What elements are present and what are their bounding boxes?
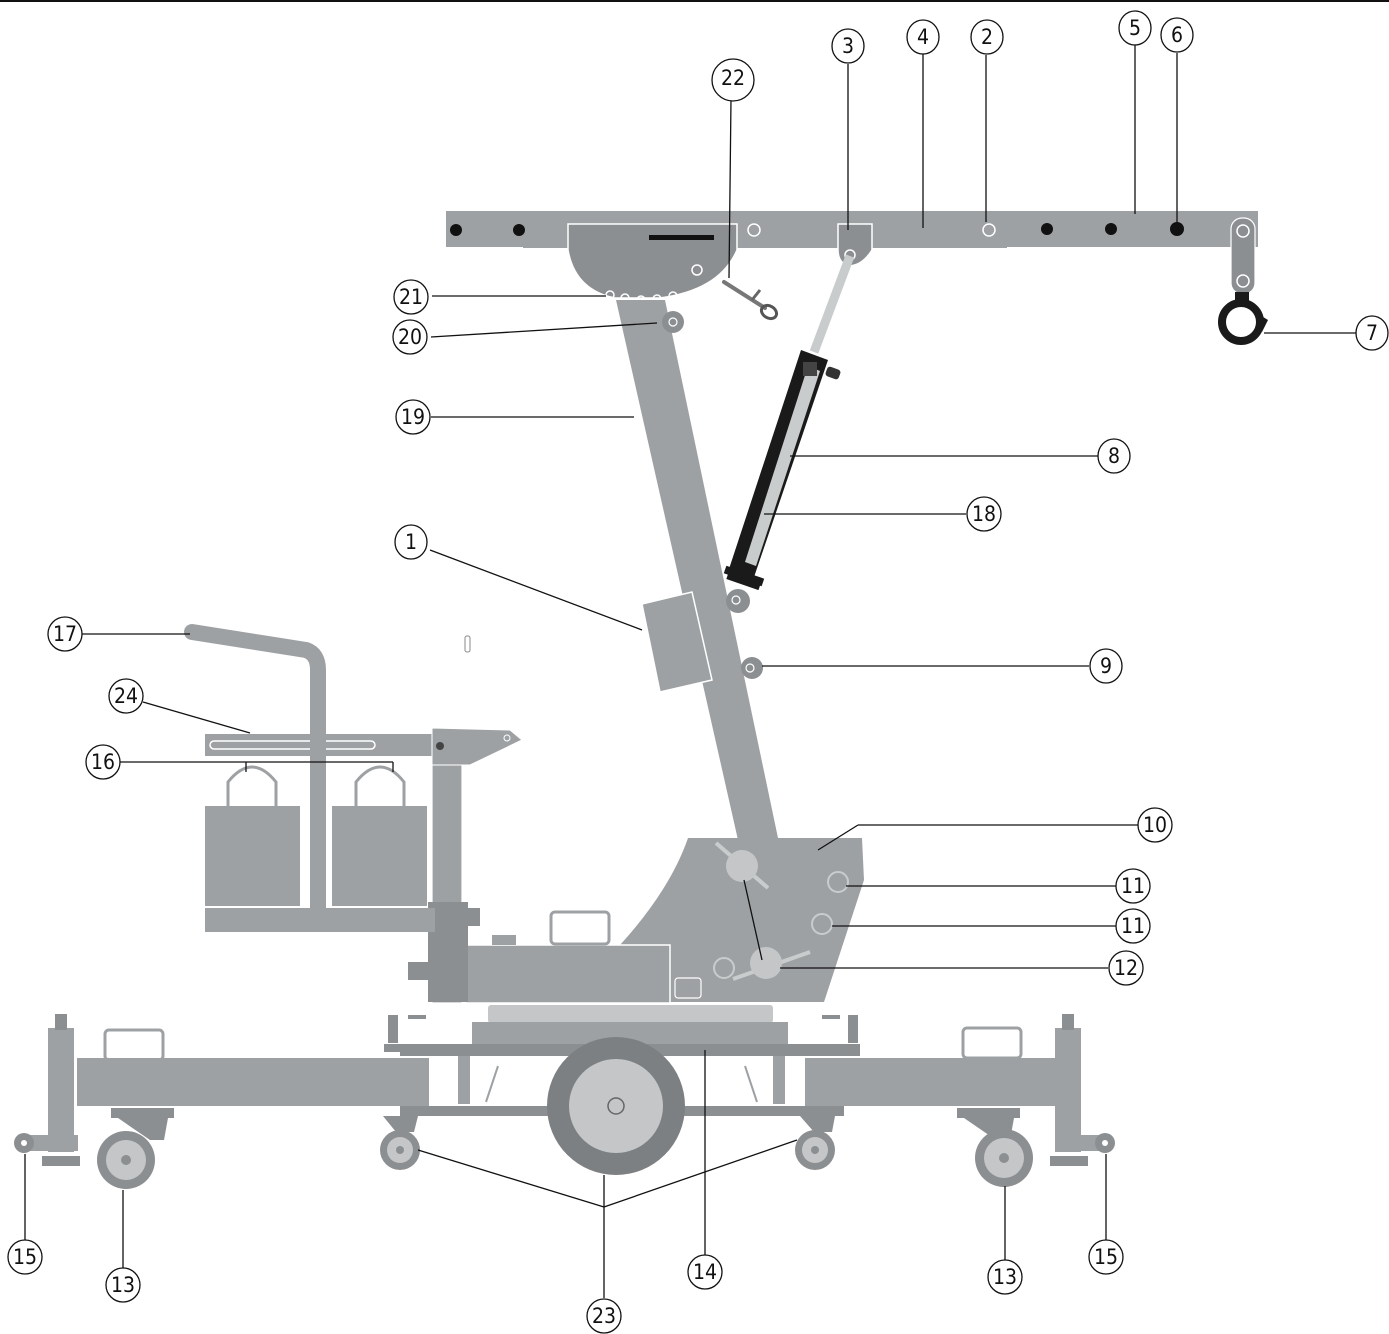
callout-1: 1 <box>394 524 428 560</box>
callout-21-number: 21 <box>399 285 423 309</box>
callout-15-left-number: 15 <box>13 1245 37 1269</box>
base-hole <box>811 913 833 935</box>
mast-lug-9 <box>741 657 763 679</box>
callout-9-number: 9 <box>1100 654 1112 678</box>
callout-23-number: 23 <box>592 1304 616 1328</box>
callout-4: 4 <box>906 19 940 55</box>
callout-14: 14 <box>687 1254 723 1290</box>
callout-7: 7 <box>1355 315 1389 351</box>
boom-hole <box>1105 223 1117 235</box>
callout-5-number: 5 <box>1129 16 1141 40</box>
callout-10: 10 <box>1137 807 1173 843</box>
counterweights <box>205 765 427 906</box>
small-castor-left <box>380 1116 420 1170</box>
callout-20-number: 20 <box>398 325 422 349</box>
hook-link-pin <box>1236 274 1250 288</box>
callout-7-number: 7 <box>1366 321 1378 345</box>
callout-6-number: 6 <box>1171 23 1183 47</box>
callout-16-number: 16 <box>91 750 115 774</box>
callout-19: 19 <box>395 399 431 435</box>
boom-head-slot <box>649 235 714 240</box>
callout-2-number: 2 <box>981 25 993 49</box>
mast <box>616 300 778 840</box>
boom-hole <box>1041 223 1053 235</box>
callout-4-number: 4 <box>917 25 929 49</box>
locking-pin <box>722 280 779 321</box>
callout-14-number: 14 <box>693 1260 717 1284</box>
hook-link-pin <box>1236 224 1250 238</box>
callout-15-right-number: 15 <box>1094 1245 1118 1269</box>
callout-11-lower-number: 11 <box>1121 914 1145 938</box>
chassis <box>30 1005 1103 1166</box>
hook-link <box>1230 217 1256 295</box>
counterweight-shelf <box>205 727 523 932</box>
callout-20: 20 <box>392 319 428 355</box>
main-wheel <box>547 1037 685 1175</box>
cylinder-lower-lug <box>726 589 750 613</box>
callout-12: 12 <box>1108 950 1144 986</box>
callout-16: 16 <box>85 744 121 780</box>
marker <box>464 635 471 653</box>
callout-13-right: 13 <box>987 1259 1023 1295</box>
callout-21: 21 <box>393 279 429 315</box>
callout-15-right: 15 <box>1088 1239 1124 1275</box>
lifting-hook <box>1218 292 1268 345</box>
push-handle <box>184 624 326 916</box>
base-hole <box>713 957 735 979</box>
callout-3: 3 <box>831 28 865 64</box>
boom-hole <box>450 224 462 236</box>
callout-22: 22 <box>711 58 755 102</box>
mini-crane-illustration <box>14 211 1268 1189</box>
boom-pin-2 <box>982 223 996 237</box>
callout-8: 8 <box>1097 438 1131 474</box>
callout-11-upper-number: 11 <box>1121 874 1145 898</box>
callout-18: 18 <box>966 496 1002 532</box>
callout-12-number: 12 <box>1114 956 1138 980</box>
callout-13-left-number: 13 <box>111 1273 135 1297</box>
callout-24-number: 24 <box>114 684 138 708</box>
swivel-castor-right <box>957 1108 1033 1187</box>
callout-9: 9 <box>1089 648 1123 684</box>
callout-19-number: 19 <box>401 405 425 429</box>
boom-pin-6 <box>1170 222 1184 236</box>
nameplate <box>641 591 713 693</box>
small-castor-right <box>795 1116 835 1170</box>
callout-24: 24 <box>108 678 144 714</box>
callout-6: 6 <box>1160 17 1194 53</box>
pump-unit <box>465 944 671 1004</box>
callout-5: 5 <box>1118 10 1152 46</box>
leader-lines <box>24 45 1356 1298</box>
callout-layer: 1 2 3 4 5 6 7 8 9 10 11 11 12 13 13 14 1… <box>7 10 1389 1334</box>
callout-11-upper: 11 <box>1115 868 1151 904</box>
callout-8-number: 8 <box>1108 444 1120 468</box>
callout-23: 23 <box>586 1298 622 1334</box>
callout-10-number: 10 <box>1143 813 1167 837</box>
hydraulic-cylinder <box>723 254 855 591</box>
callout-1-number: 1 <box>405 530 417 554</box>
callout-13-right-number: 13 <box>993 1265 1017 1289</box>
boom <box>446 211 1268 345</box>
callout-3-number: 3 <box>842 34 854 58</box>
boom-hole <box>513 224 525 236</box>
callout-17: 17 <box>47 616 83 652</box>
callout-15-left: 15 <box>7 1239 43 1275</box>
cylinder-bracket <box>837 223 873 267</box>
mast-top-lug <box>662 311 684 333</box>
callout-17-number: 17 <box>53 622 77 646</box>
boom-head-plate <box>567 223 738 299</box>
boom-head-hole <box>691 264 703 276</box>
base-block <box>620 838 864 1002</box>
callout-11-lower: 11 <box>1115 908 1151 944</box>
boom-hole <box>747 223 761 237</box>
pump-handle <box>549 910 611 946</box>
callout-13-left: 13 <box>105 1267 141 1303</box>
callout-18-number: 18 <box>972 502 996 526</box>
callout-22-number: 22 <box>721 66 745 90</box>
callout-2: 2 <box>970 19 1004 55</box>
base-levers <box>714 841 811 981</box>
swivel-castor-left <box>97 1108 174 1189</box>
base-hole <box>827 871 849 893</box>
